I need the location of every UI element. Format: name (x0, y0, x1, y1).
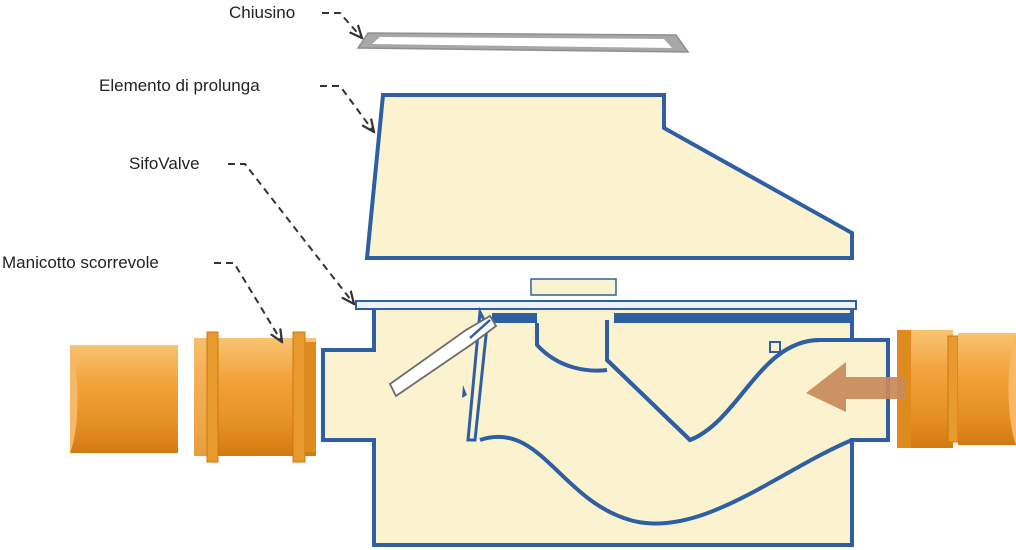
leader-lines (214, 12, 374, 342)
label-manicotto-scorrevole: Manicotto scorrevole (2, 253, 159, 272)
top-cap (530, 278, 617, 296)
arrow-left-icon (806, 362, 906, 412)
label-chiusino: Chiusino (229, 3, 296, 22)
manicotto-right (897, 330, 1016, 448)
valve-flap (388, 306, 498, 442)
left-pipe (70, 345, 178, 453)
label-sifovalve: SifoValve (129, 154, 200, 173)
label-elemento-prolunga: Elemento di prolunga (99, 76, 260, 95)
leader-chiusino (322, 12, 362, 38)
leader-sifovalve (228, 163, 354, 304)
top-plate (355, 300, 857, 310)
manicotto-left (194, 331, 316, 463)
leader-elemento (320, 85, 374, 132)
elemento-prolunga (364, 93, 854, 260)
chiusino-lid (356, 32, 690, 53)
leader-manicotto (214, 262, 282, 342)
